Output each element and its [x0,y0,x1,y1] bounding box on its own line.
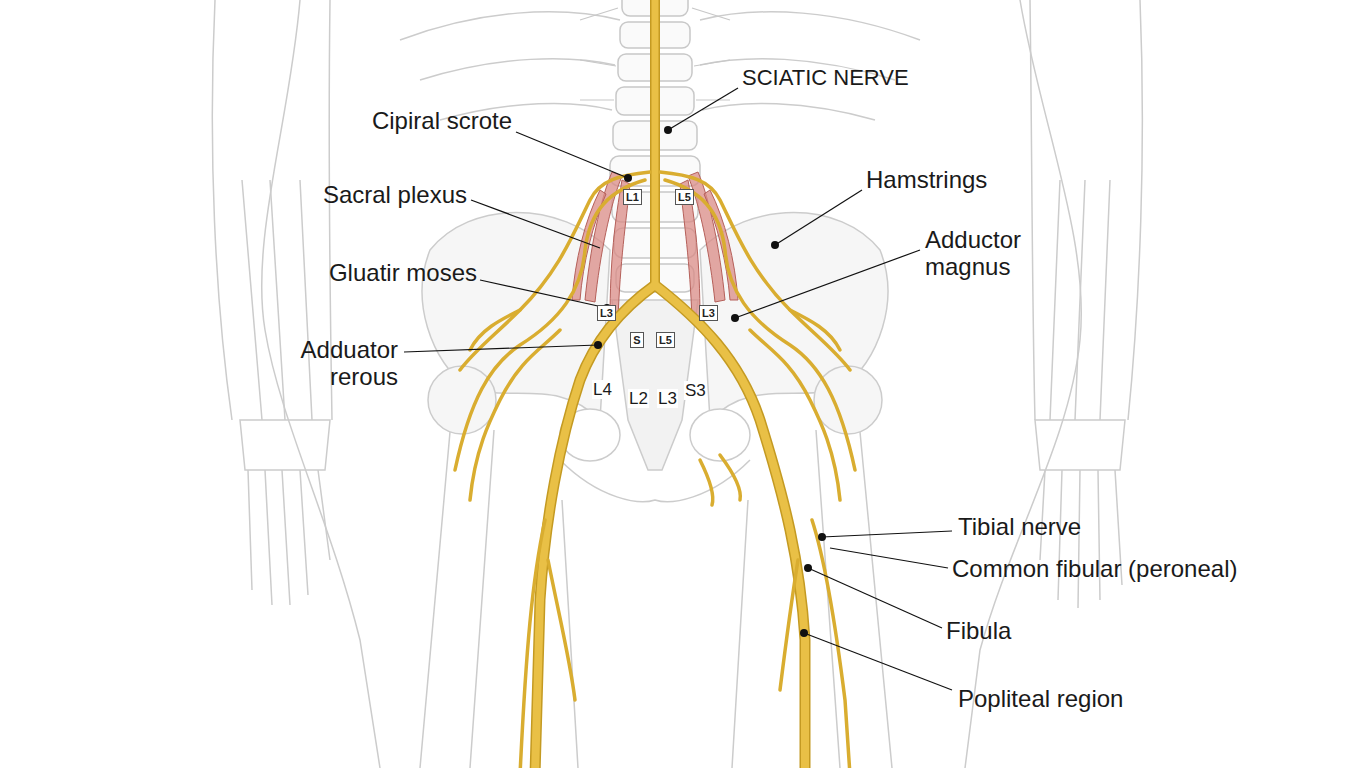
vertebra-label: L3 [657,389,678,408]
callout-label: Tibial nerve [958,513,1081,540]
callout-label: Common fibular (peroneal) [952,555,1237,582]
vertebra-label: L2 [628,389,649,408]
vertebra-label: L4 [592,380,613,399]
vertebra-tag-text: L5 [678,191,691,203]
vertebra-tag-text: L5 [659,334,672,346]
vertebra-tag: L5 [675,189,694,205]
callout-label: Fibula [946,617,1011,644]
callout-label: Cipiral scrote [372,107,512,134]
callout-label: Gluatir moses [329,259,477,286]
vertebra-tag-text: L1 [626,191,639,203]
vertebra-tag: L3 [597,305,616,321]
vertebra-tag: L3 [699,305,718,321]
vertebra-tag-text: L3 [600,307,613,319]
vertebra-tag: S [630,332,644,348]
callout-label: Popliteal region [958,685,1123,712]
vertebra-tag: L1 [623,189,642,205]
callout-label: SCIATIC NERVE [742,64,909,91]
vertebra-tag: L5 [656,332,675,348]
callout-label: Adductor magnus [925,226,1050,280]
callout-label: Hamstrings [866,166,987,193]
callout-label: Sacral plexus [323,181,467,208]
vertebra-label: S3 [684,381,707,400]
vertebra-tag-text: S [633,334,640,346]
callout-label: Adduator rerous [286,336,398,390]
vertebra-tag-text: L3 [702,307,715,319]
